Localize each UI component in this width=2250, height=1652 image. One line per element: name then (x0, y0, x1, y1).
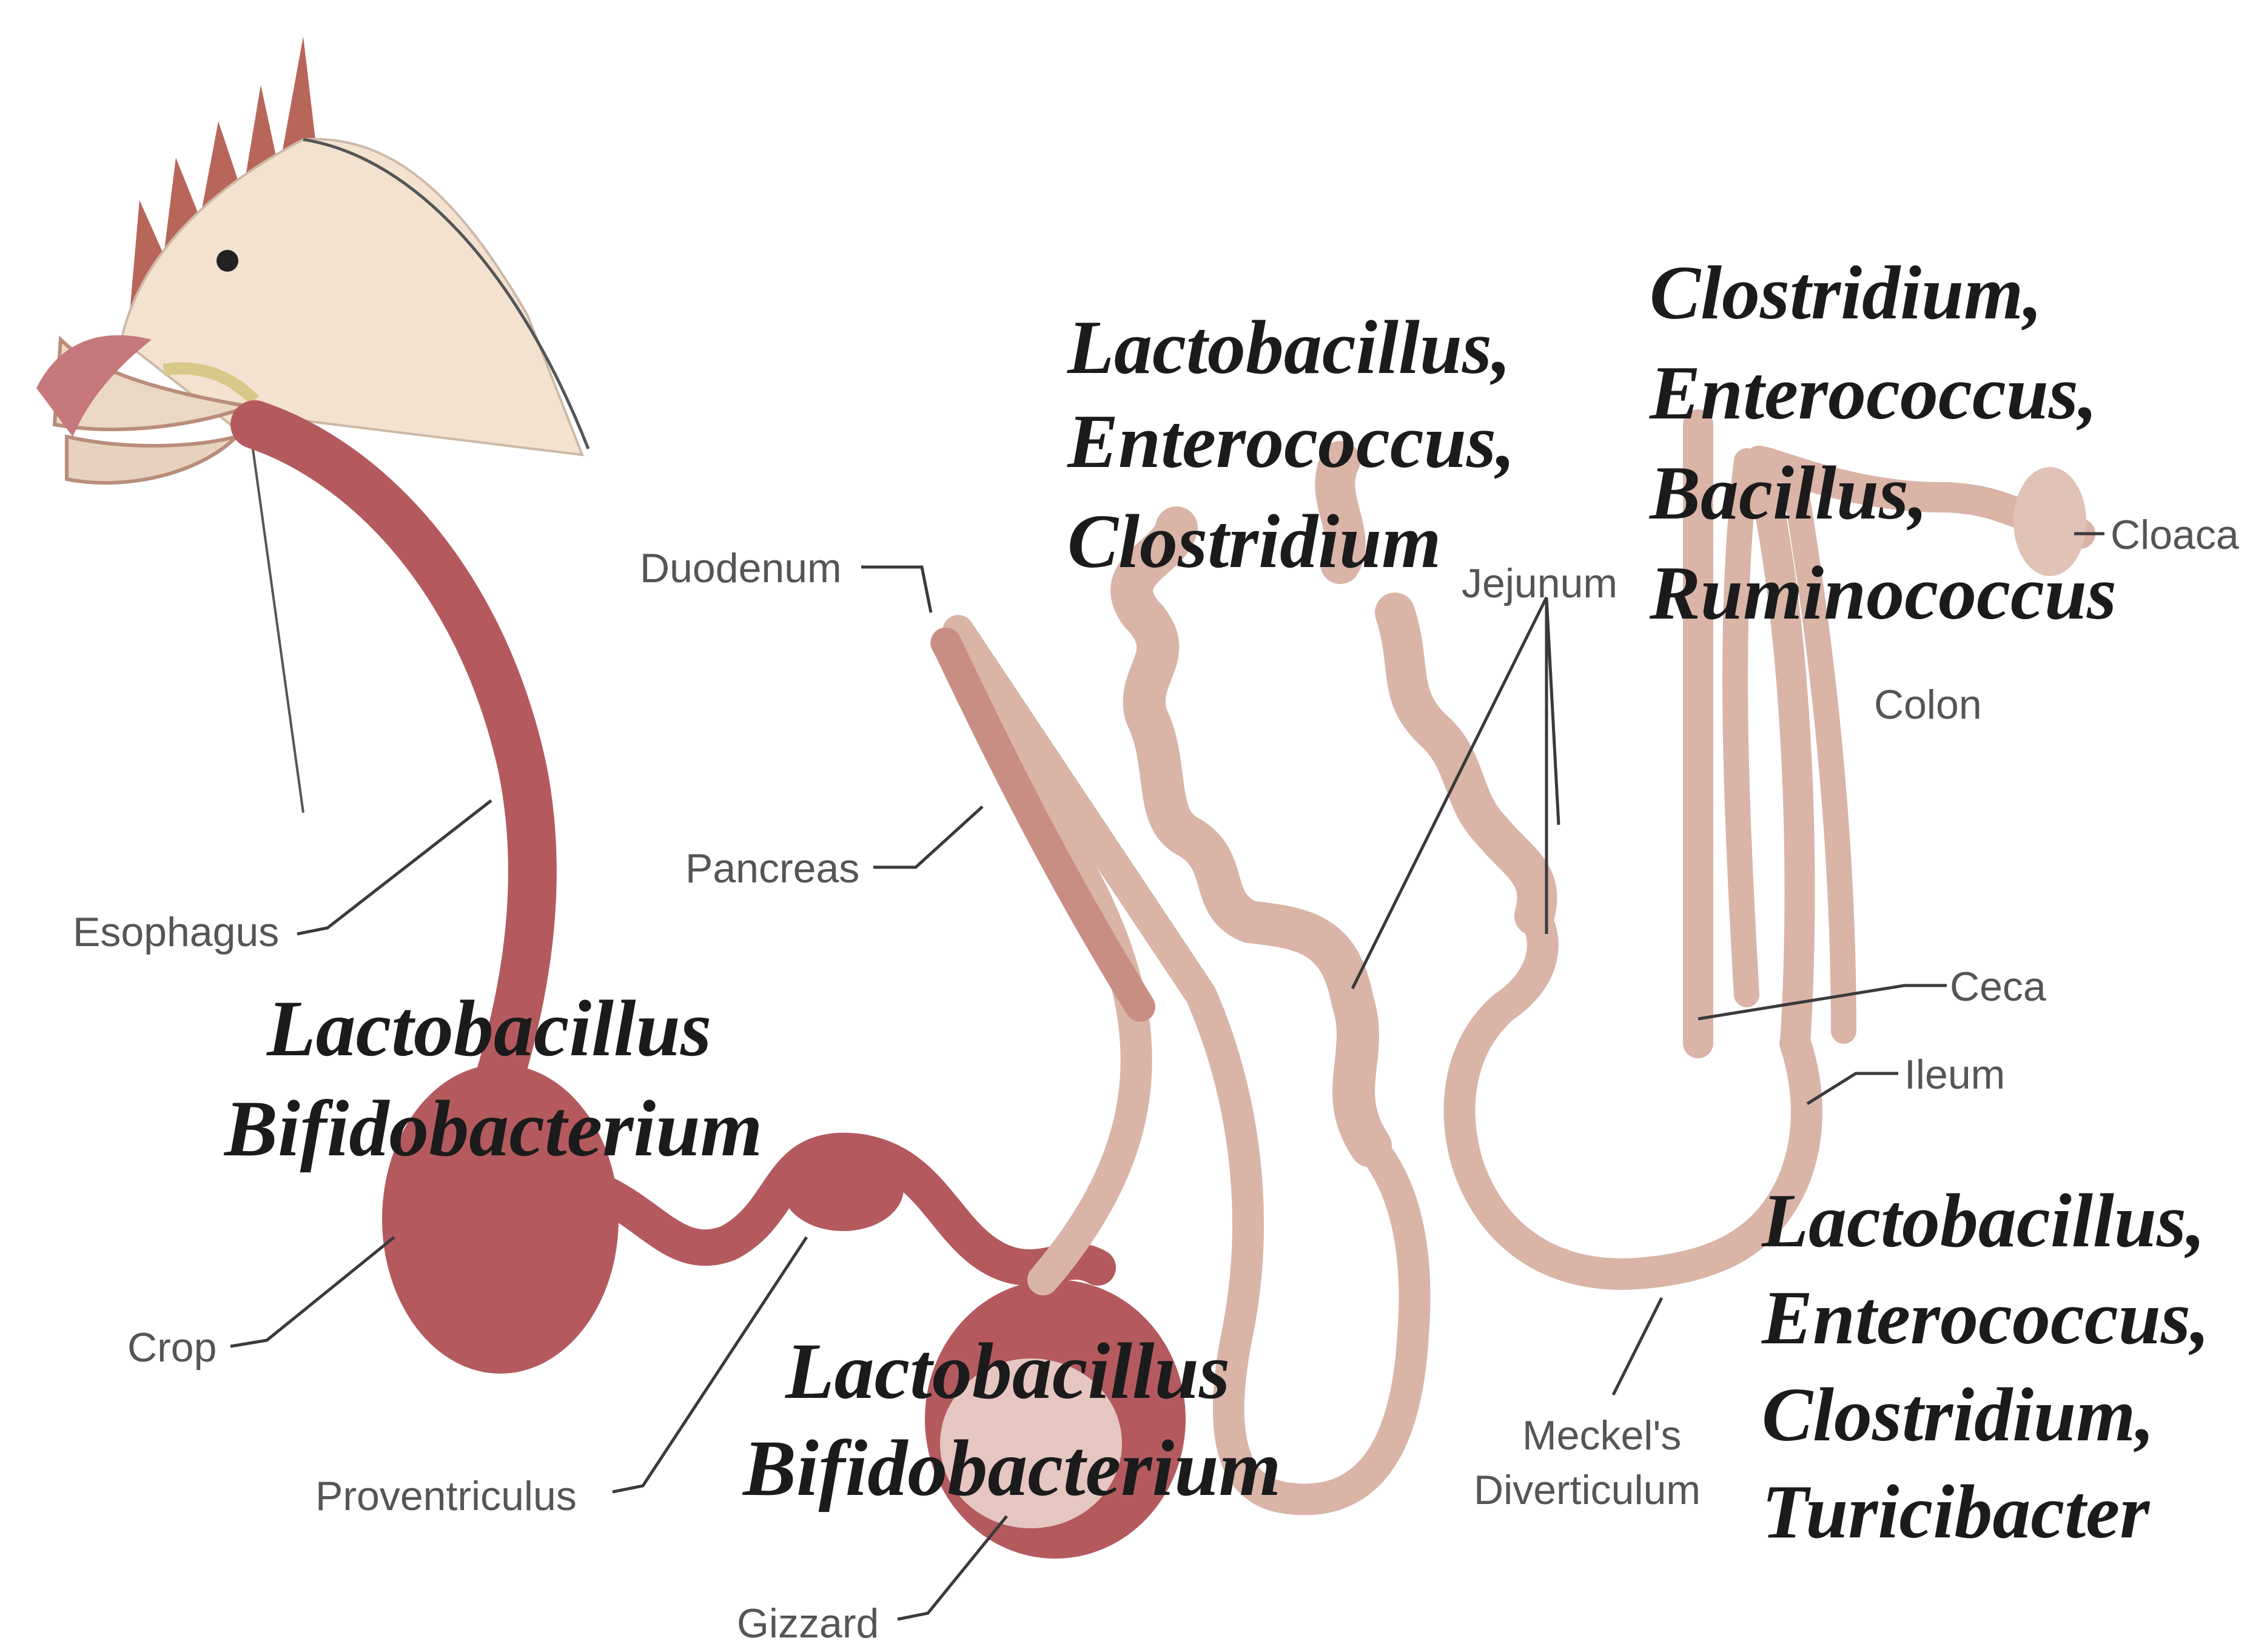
ceca-colon-genus-3: Bacillus, (1648, 451, 1928, 536)
eye (217, 250, 238, 272)
ileum-genus-2: Enterococcus, (1761, 1276, 2209, 1360)
proventriculus-bulge (782, 1146, 904, 1231)
jejunum-organ (1132, 528, 1371, 1146)
ceca-colon-genus-2: Enterococcus, (1649, 351, 2097, 435)
crop-leader (230, 1237, 394, 1346)
ceca-right-organ (1735, 461, 1747, 995)
label-crop: Crop (127, 1325, 217, 1371)
label-meckels-line2: Diverticulum (1474, 1467, 1701, 1513)
label-duodenum: Duodenum (640, 545, 842, 591)
label-ileum: Ileum (1904, 1052, 2005, 1098)
label-jejunum: Jejunum (1462, 560, 1617, 606)
ileum-genus-3: Clostridium, (1762, 1373, 2155, 1457)
pancreas-organ (946, 643, 1140, 1007)
ileum-genus-4: Turicibacter (1762, 1470, 2150, 1554)
label-gizzard: Gizzard (737, 1600, 879, 1647)
esophagus-leader (297, 801, 491, 934)
bacteria-ileum: Lactobacillus, Enterococcus, Clostridium… (1761, 1179, 2209, 1554)
small-intestine-genus-1: Lactobacillus, (1067, 306, 1511, 390)
small-intestine-genus-3: Clostridium (1067, 500, 1441, 584)
throat-line (249, 418, 303, 813)
gizzard-genus-1: Lactobacillus (785, 1326, 1230, 1415)
label-meckels-line1: Meckel's (1522, 1412, 1681, 1459)
bacteria-small-intestine: Lactobacillus, Enterococcus, Clostridium (1067, 306, 1515, 584)
ceca-colon-genus-1: Clostridium, (1650, 251, 2043, 335)
meckels-leader (1613, 1298, 1662, 1395)
lower-beak (67, 437, 237, 483)
crop-genus-2: Bifidobacterium (223, 1084, 762, 1173)
label-esophagus: Esophagus (73, 909, 279, 955)
duodenum-leader (861, 567, 931, 613)
label-cloaca: Cloaca (2111, 512, 2239, 558)
gizzard-genus-2: Bifidobacterium (742, 1423, 1281, 1513)
bacteria-ceca-colon: Clostridium, Enterococcus, Bacillus, Rum… (1648, 251, 2117, 636)
crop-genus-1: Lactobacillus (266, 984, 711, 1073)
ceca-colon-genus-4: Ruminococcus (1649, 551, 2117, 636)
label-pancreas: Pancreas (685, 845, 859, 891)
label-colon: Colon (1874, 682, 1982, 728)
label-ceca: Ceca (1950, 964, 2046, 1010)
ileum-genus-1: Lactobacillus, (1761, 1179, 2205, 1263)
label-proventriculus: Proventriculus (315, 1473, 577, 1519)
pancreas-leader (873, 807, 982, 867)
small-intestine-genus-2: Enterococcus, (1067, 400, 1515, 484)
